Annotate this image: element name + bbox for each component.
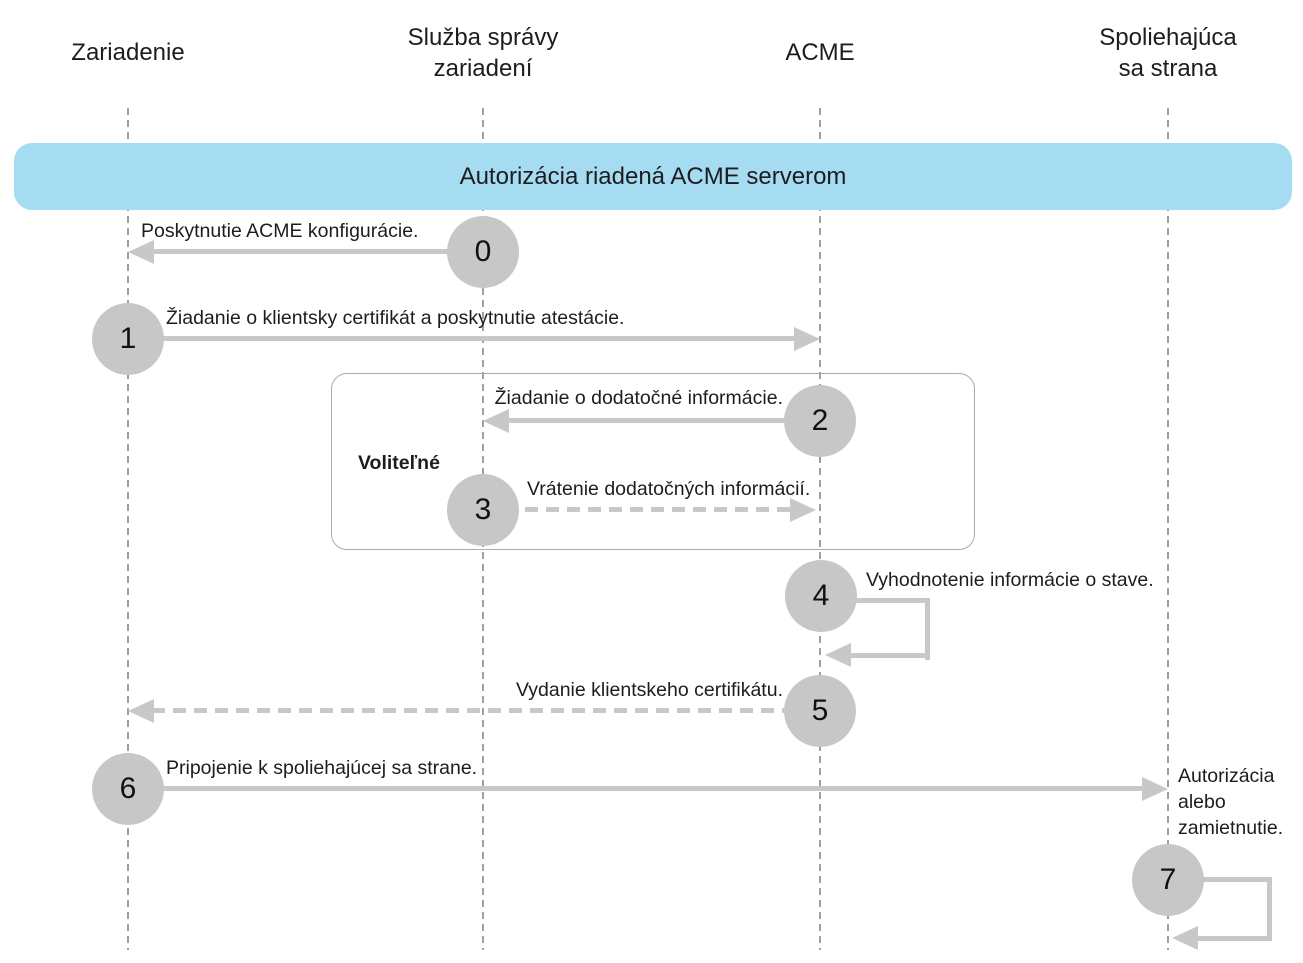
step-1-circle: 1 [92,303,164,375]
step-4-circle: 4 [785,560,857,632]
step-7-loop-bottom [1196,936,1272,941]
step-5-circle: 5 [784,675,856,747]
step-2-label: Žiadanie o dodatočné informácie. [494,387,783,409]
step-6-label: Pripojenie k spoliehajúcej sa strane. [166,757,478,779]
step-0-arrowhead-icon [128,240,154,264]
lifeline-acme [819,108,821,950]
step-2-arrow [505,418,820,423]
lifeline-spoliehajuca-strana [1167,108,1169,950]
step-1-arrowhead-icon [794,327,820,351]
step-3-circle: 3 [447,474,519,546]
actor-label-zariadenie: Zariadenie [71,39,185,66]
title-banner-label: Autorizácia riadená ACME serverom [459,162,847,190]
optional-group-label: Voliteľné [358,452,440,474]
step-1-arrow [128,336,796,341]
step-7-loop-right [1267,877,1272,941]
step-2-circle: 2 [784,385,856,457]
step-1-label: Žiadanie o klientsky certifikát a poskyt… [166,307,625,329]
step-5-label: Vydanie klientskeho certifikátu. [515,679,783,701]
step-2-arrowhead-icon [483,409,509,433]
step-4-loop-top [820,598,930,603]
step-3-arrowhead-icon [790,498,816,522]
step-7-loop-top [1167,877,1272,882]
optional-group-box [331,373,975,550]
step-7-arrowhead-icon [1172,926,1198,950]
step-4-label: Vyhodnotenie informácie o stave. [866,569,1154,591]
step-5-arrowhead-icon [128,699,154,723]
actor-label-spoliehajuca-strana: Spoliehajúca sa strana [1099,24,1237,82]
step-6-arrow [128,786,1144,791]
actor-label-acme: ACME [785,39,855,66]
step-6-arrowhead-icon [1142,777,1168,801]
step-0-label: Poskytnutie ACME konfigurácie. [141,220,419,242]
step-0-circle: 0 [447,216,519,288]
step-4-loop-bottom [849,653,930,658]
step-0-arrow [150,249,483,254]
title-banner: Autorizácia riadená ACME serverom [14,143,1292,210]
step-6-circle: 6 [92,753,164,825]
step-7-circle: 7 [1132,844,1204,916]
step-3-label: Vrátenie dodatočných informácií. [527,478,811,500]
step-7-label: Autorizácia alebo zamietnutie. [1178,765,1284,839]
lifeline-zariadenie [127,108,129,950]
actor-label-sluzba-spravy: Služba správy zariadení [407,24,559,82]
step-4-loop-right [925,598,930,660]
step-5-arrow [152,708,820,713]
step-3-arrow [483,507,790,512]
step-4-arrowhead-icon [825,643,851,667]
